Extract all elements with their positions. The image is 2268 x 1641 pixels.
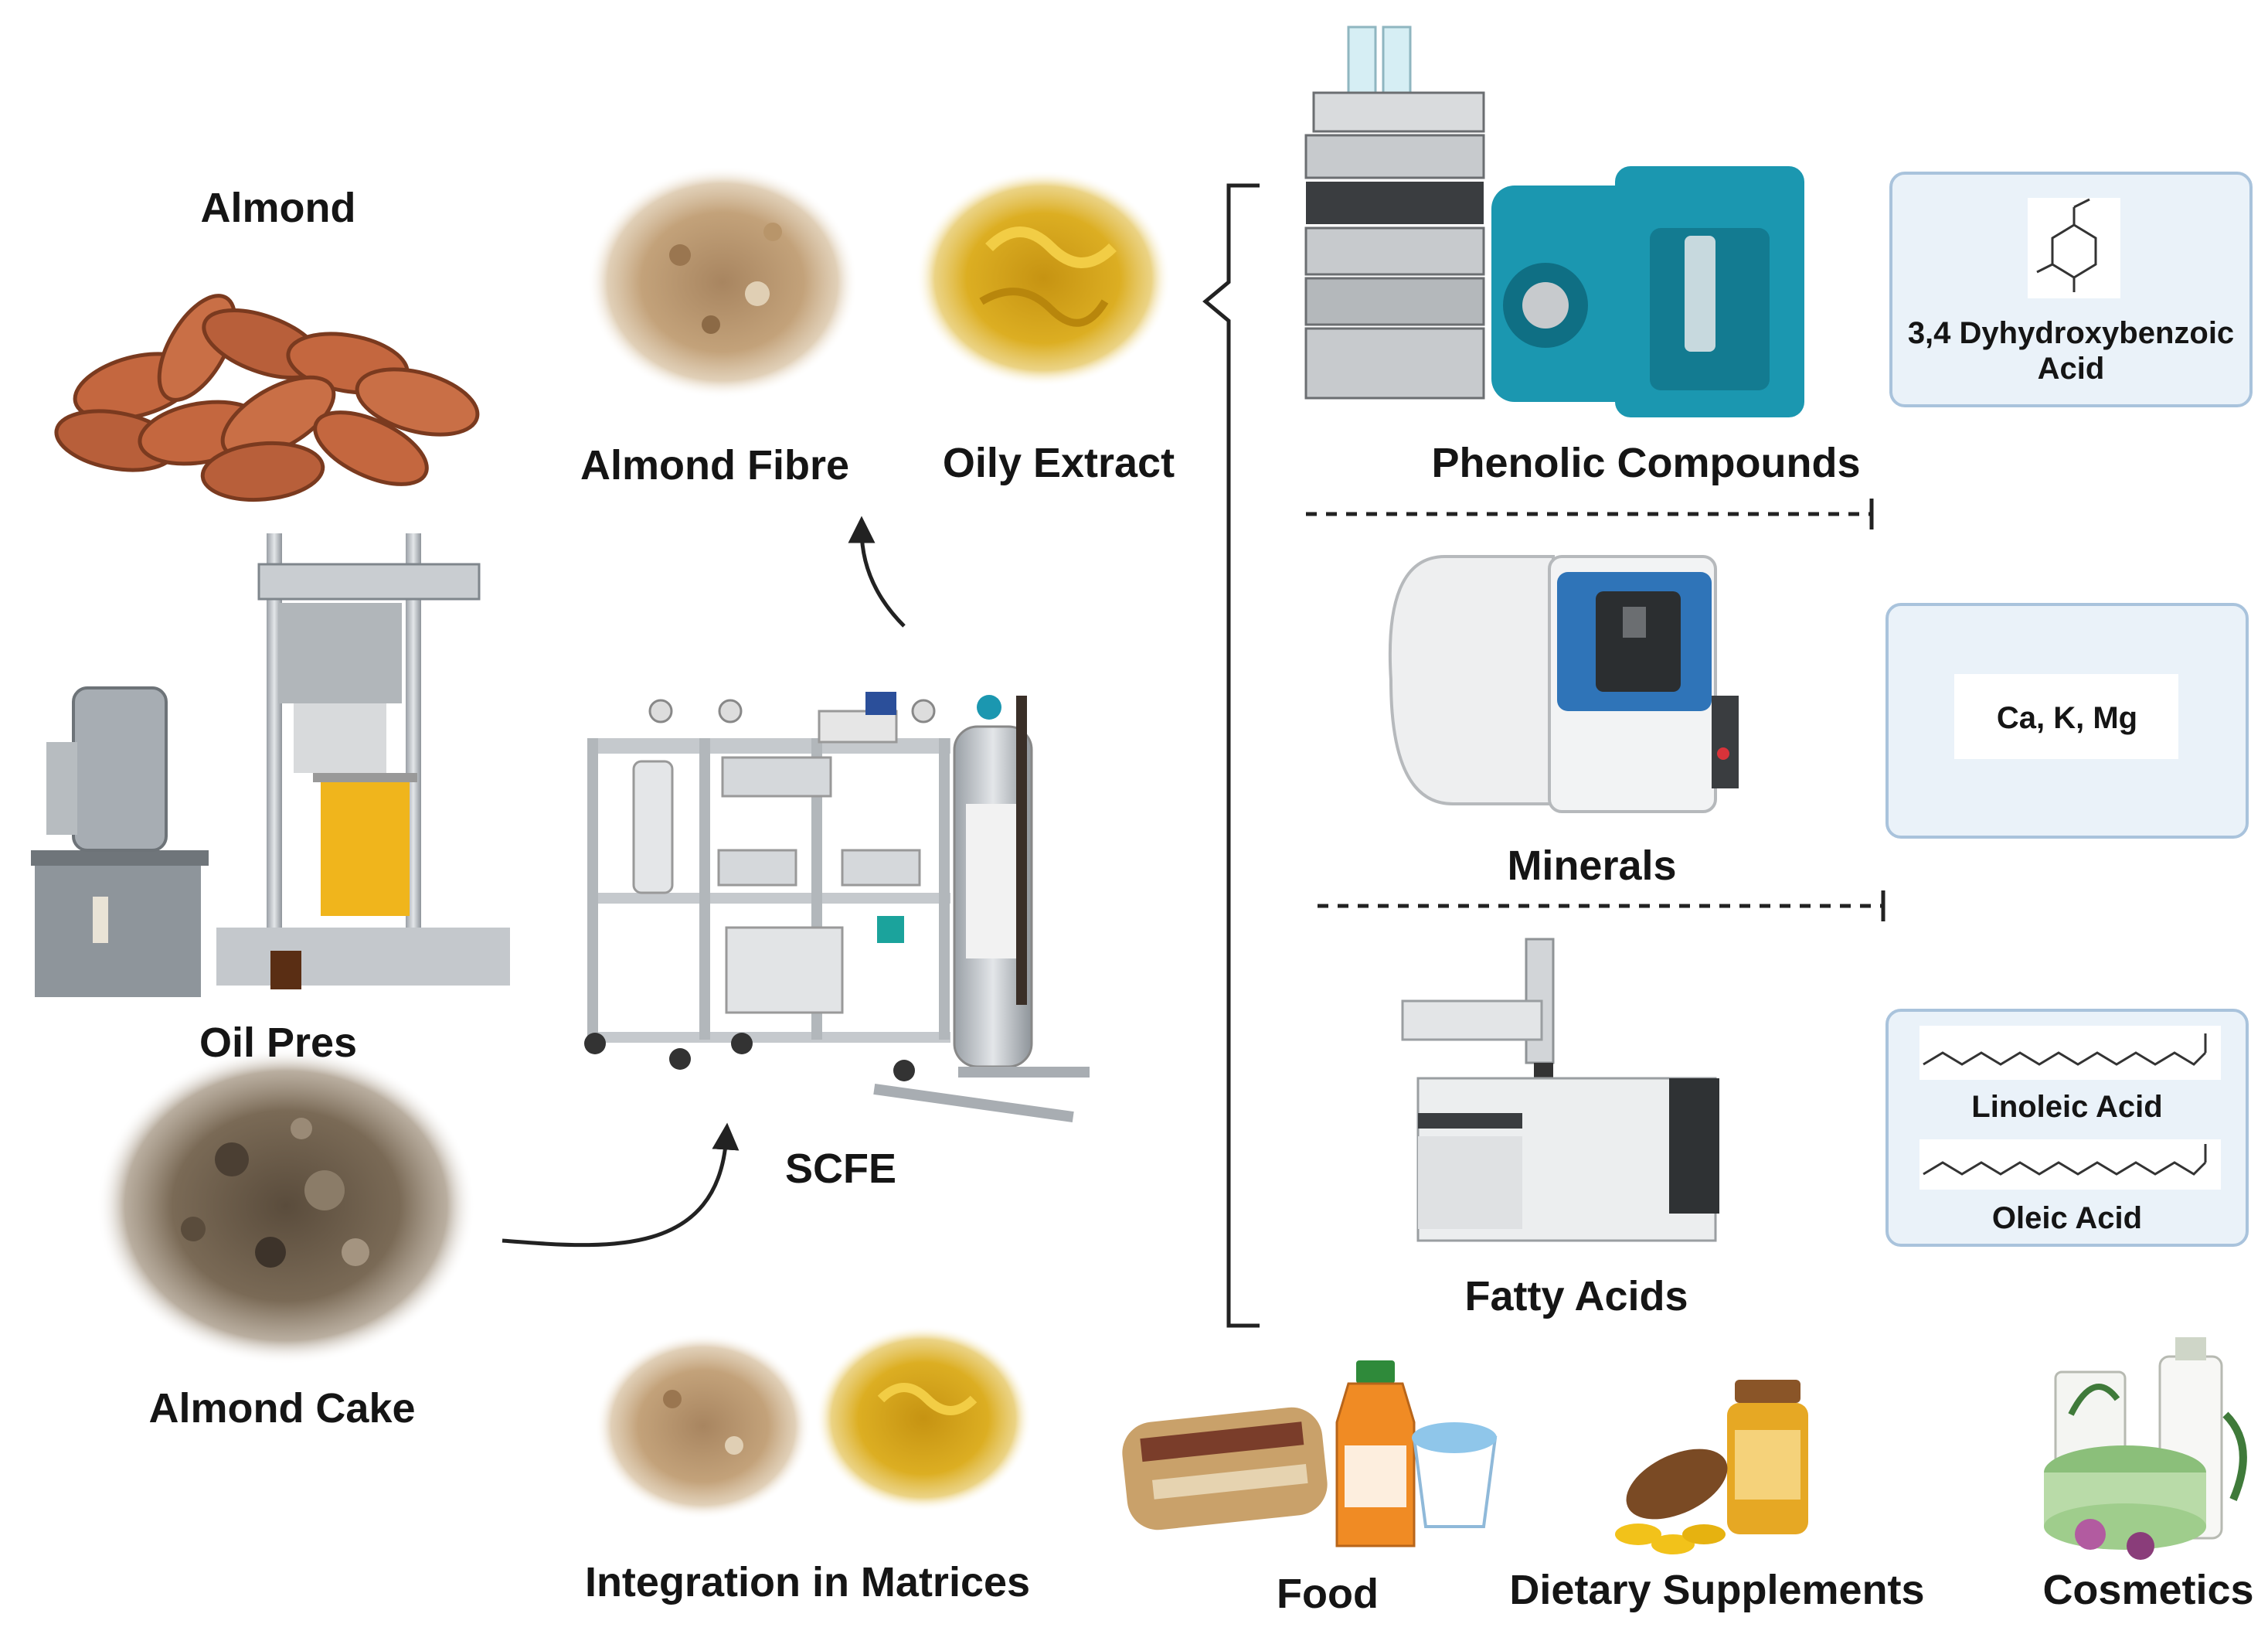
analysis-bracket xyxy=(1202,183,1260,1328)
oleic-acid-label: Oleic Acid xyxy=(1991,1201,2143,1235)
almond-fibre-icon xyxy=(587,166,858,398)
minerals-card xyxy=(1954,674,2178,759)
separator-minerals-fatty xyxy=(1318,890,1885,921)
almond-label: Almond xyxy=(200,185,356,231)
gc-instrument-icon xyxy=(1401,938,1719,1242)
separator-phenolic-minerals xyxy=(1306,499,1874,529)
linoleic-acid-label: Linoleic Acid xyxy=(1971,1090,2163,1124)
almond-fibre-label: Almond Fibre xyxy=(580,442,849,489)
integration-extract-icon xyxy=(815,1326,1032,1511)
phenolic-compound-box: 3,4 Dyhydroxybenzoic Acid xyxy=(1889,172,2253,407)
supplements-icon xyxy=(1615,1380,1808,1554)
oil-press-icon xyxy=(31,533,510,997)
oily-extract-label: Oily Extract xyxy=(942,440,1175,486)
benzene-ring-icon xyxy=(2036,198,2097,292)
phenolic-compounds-label: Phenolic Compounds xyxy=(1431,440,1861,486)
icp-instrument-icon xyxy=(1388,555,1739,813)
linoleic-chain-icon xyxy=(1923,1033,2207,1066)
food-label: Food xyxy=(1277,1571,1379,1617)
cosmetics-label: Cosmetics xyxy=(2042,1567,2254,1613)
fatty-acids-box: Linoleic Acid Oleic Acid xyxy=(1885,1009,2249,1247)
scfe-label: SCFE xyxy=(784,1146,897,1192)
hplc-ms-icon xyxy=(1304,26,1804,417)
oily-extract-icon xyxy=(916,170,1171,386)
almond-pile-icon xyxy=(54,294,480,502)
minerals-list: Ca, K, Mg xyxy=(1996,701,2138,735)
integration-label: Integration in Matrices xyxy=(584,1559,1031,1605)
almond-cake-label: Almond Cake xyxy=(148,1385,416,1432)
oleic-chain-icon xyxy=(1923,1144,2207,1176)
phenolic-compound-name: 3,4 Dyhydroxybenzoic Acid xyxy=(1907,316,2235,386)
cosmetics-icon xyxy=(2044,1337,2247,1560)
dietary-supplements-label: Dietary Supplements xyxy=(1509,1567,1925,1613)
cake-to-scfe-arrow xyxy=(502,1122,740,1248)
almond-cake-icon xyxy=(97,1047,475,1364)
fatty-acids-label: Fatty Acids xyxy=(1464,1273,1688,1319)
minerals-box: Ca, K, Mg xyxy=(1885,603,2249,839)
integration-fibre-icon xyxy=(595,1333,811,1519)
oleic-structure xyxy=(1919,1139,2221,1190)
dihydroxybenzoic-structure xyxy=(2028,198,2120,298)
oil-press-label: Oil Pres xyxy=(199,1020,358,1066)
minerals-label: Minerals xyxy=(1507,843,1677,889)
scfe-to-products-arrow xyxy=(848,516,906,628)
linoleic-structure xyxy=(1919,1026,2221,1080)
scfe-apparatus-icon xyxy=(584,692,1090,1123)
food-products-icon xyxy=(1122,1360,1498,1547)
